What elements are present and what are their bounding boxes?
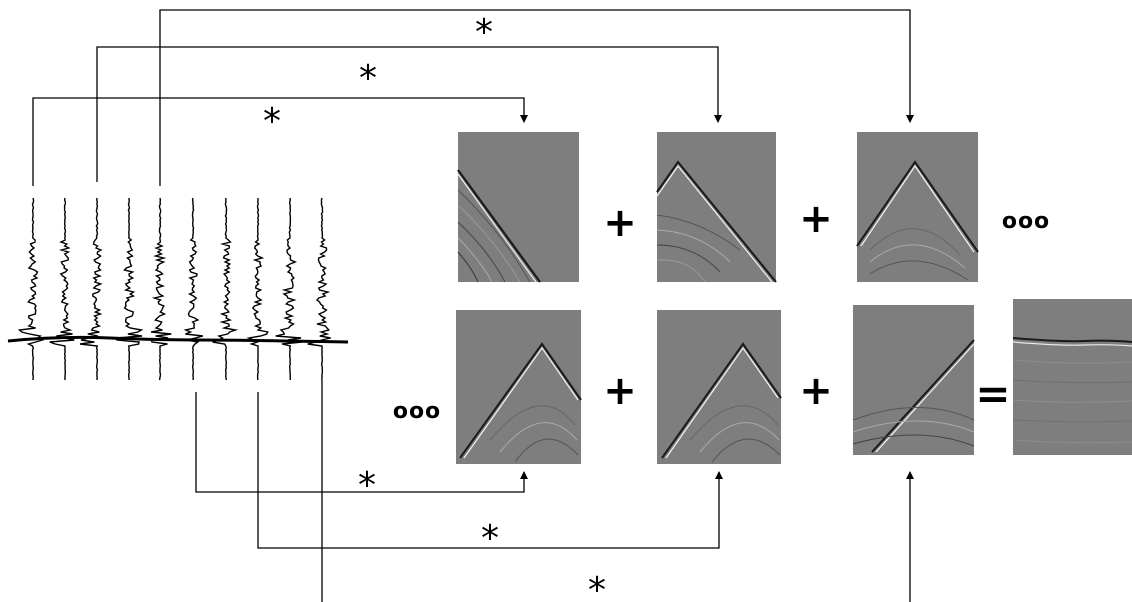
first-arrival-band [7, 335, 349, 344]
convolution-symbol: * [358, 465, 376, 506]
convolution-symbol: * [359, 58, 377, 99]
panel-bottom-2 [657, 310, 782, 464]
seismic-trace [212, 197, 239, 381]
seismic-trace [183, 197, 204, 381]
seismic-traces [7, 197, 349, 381]
plus-symbol: + [799, 368, 833, 414]
connector-trace5-panel3 [159, 9, 914, 186]
seismic-trace [150, 197, 172, 381]
seismic-trace [49, 197, 75, 381]
panel-top-2 [656, 132, 777, 283]
seismic-trace [114, 197, 144, 381]
convolution-symbol: * [481, 518, 499, 559]
equals-symbol: = [975, 369, 1010, 418]
connector-trace8-panel5 [257, 392, 723, 549]
panel-bottom-3 [852, 305, 975, 455]
connector-trace1-panel1 [32, 97, 528, 186]
seismic-trace [246, 198, 269, 381]
seismic-trace [17, 197, 45, 381]
seismic-trace [79, 197, 103, 381]
ellipsis-symbol: ooo [393, 399, 441, 424]
plus-symbol: + [799, 196, 833, 242]
ellipsis-symbol: ooo [1002, 209, 1050, 234]
panel-top-1 [457, 132, 579, 283]
plus-symbol: + [603, 368, 637, 414]
seismic-trace [307, 197, 331, 381]
panel-top-3 [856, 132, 979, 282]
connector-trace3-panel2 [96, 46, 722, 182]
convolution-symbols: * * * * * * [263, 12, 606, 602]
bottom-connectors [195, 380, 914, 602]
seismic-trace [275, 197, 303, 381]
panel-bottom-1 [456, 310, 582, 464]
convolution-symbol: * [475, 12, 493, 53]
panel-result [1012, 299, 1132, 455]
connector-trace6-panel4 [195, 392, 528, 493]
convolution-symbol: * [263, 101, 281, 142]
convolution-symbol: * [588, 570, 606, 602]
top-connectors [32, 9, 914, 186]
operators: + + + + = ooo ooo [393, 196, 1050, 424]
plus-symbol: + [603, 200, 637, 246]
